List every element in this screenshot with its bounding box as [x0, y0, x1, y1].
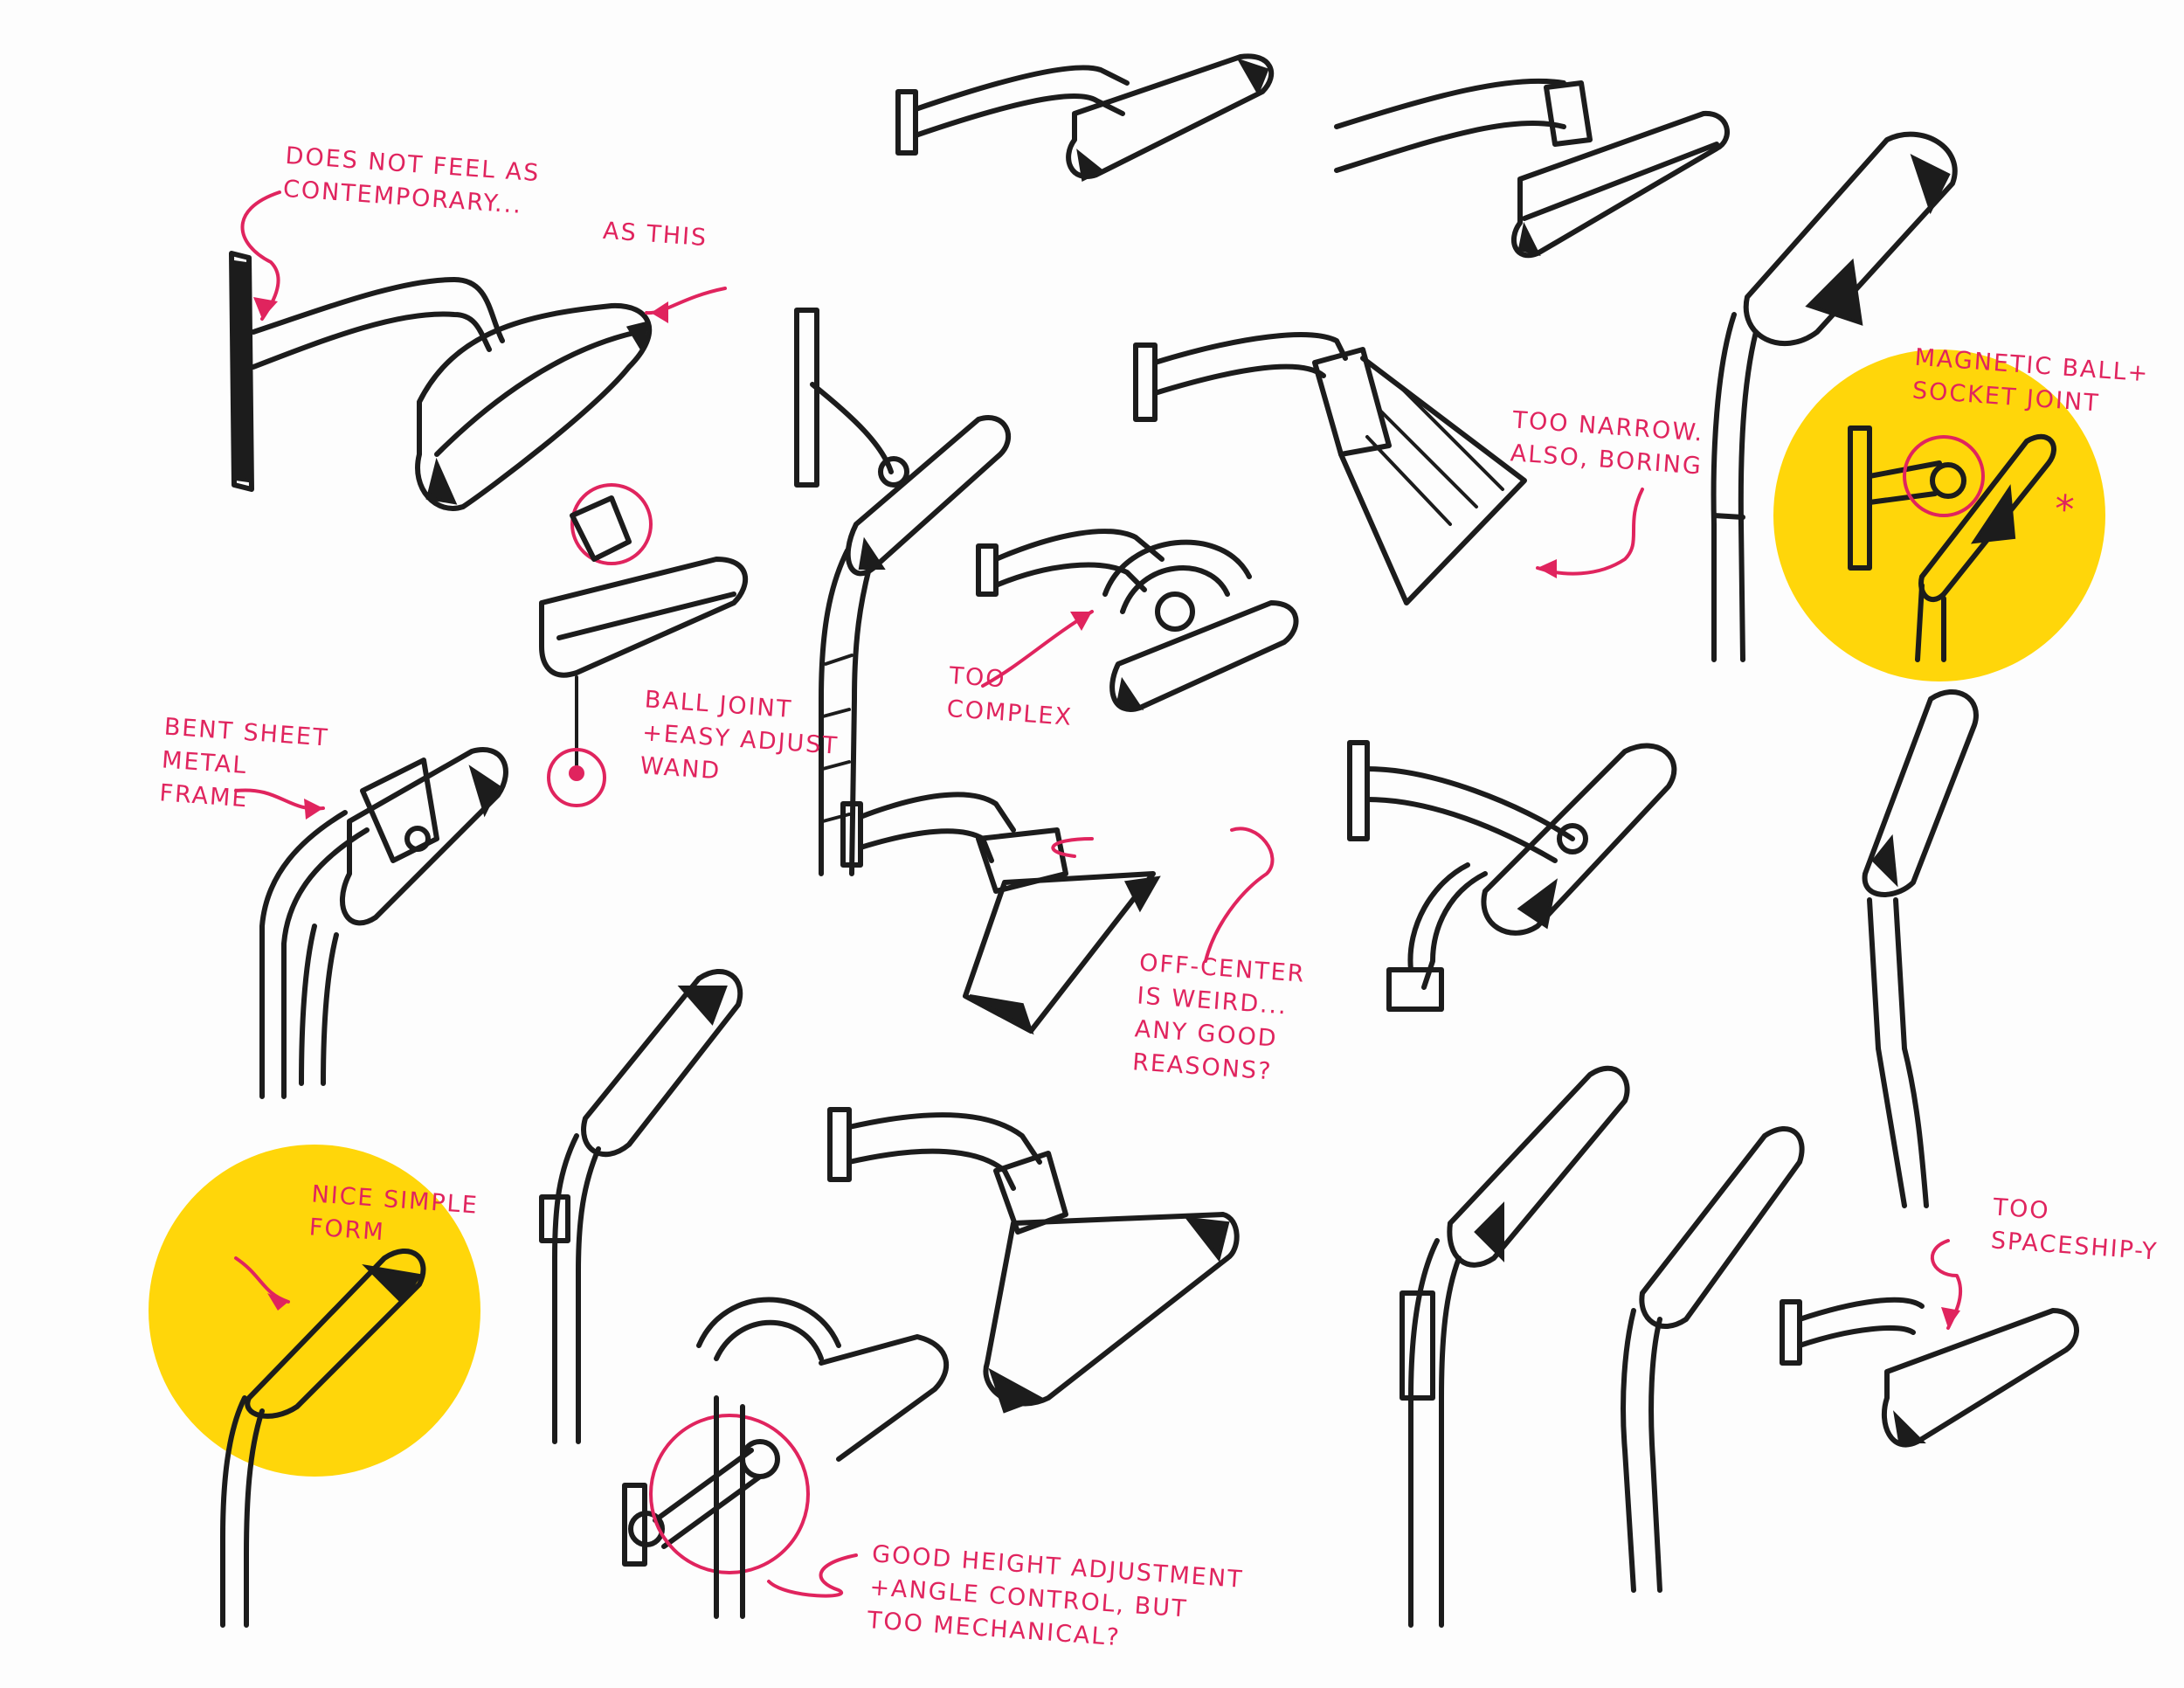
sketch-showerhead-7	[976, 529, 1299, 712]
sketch-handheld-13	[1862, 688, 1979, 1208]
sketch-showerhead-2	[895, 53, 1275, 182]
sketch-simple-form	[220, 1248, 426, 1628]
sketch-showerhead-1	[229, 251, 653, 511]
sketch-showerhead-3	[1334, 78, 1730, 259]
note-bent-sheet-metal: BENT SHEET METAL FRAME	[158, 713, 330, 813]
sketch-handheld-18	[1400, 1065, 1630, 1628]
sketch-handheld-15	[539, 968, 743, 1444]
sketch-showerhead-8	[1133, 332, 1527, 605]
note-star: *	[2053, 487, 2077, 533]
note-simple-form: NICE SIMPLE FORM	[308, 1180, 480, 1247]
sketch-sheet-metal-frame	[259, 747, 508, 1099]
highlight-simple-form	[149, 1145, 480, 1477]
note-spaceship: TOO SPACESHIP-Y	[1989, 1193, 2160, 1266]
note-too-complex: TOO COMPLEX	[945, 662, 1074, 731]
sketch-showerhead-20	[1780, 1297, 2079, 1448]
sketch-handheld-19	[1621, 1125, 1805, 1593]
sketch-handheld-4	[1711, 131, 1958, 662]
sketch-showerhead-6	[794, 308, 1012, 876]
sketch-showerhead-16	[827, 1107, 1240, 1414]
note-too-narrow: TOO NARROW. ALSO, BORING	[1509, 406, 1705, 481]
annotation-arrows	[234, 190, 1963, 1598]
note-off-center: OFF-CENTER IS WEIRD... ANY GOOD REASONS?	[1131, 949, 1307, 1086]
sketch-magnetic-joint	[1848, 425, 2056, 662]
sketch-showerhead-12	[1347, 740, 1677, 1012]
note-ball-joint: BALL JOINT +EASY ADJUST WAND	[639, 686, 840, 785]
sketch-off-center	[840, 792, 1161, 1035]
sketch-ball-joint	[539, 483, 749, 807]
sketch-too-mechanical	[622, 1297, 950, 1619]
